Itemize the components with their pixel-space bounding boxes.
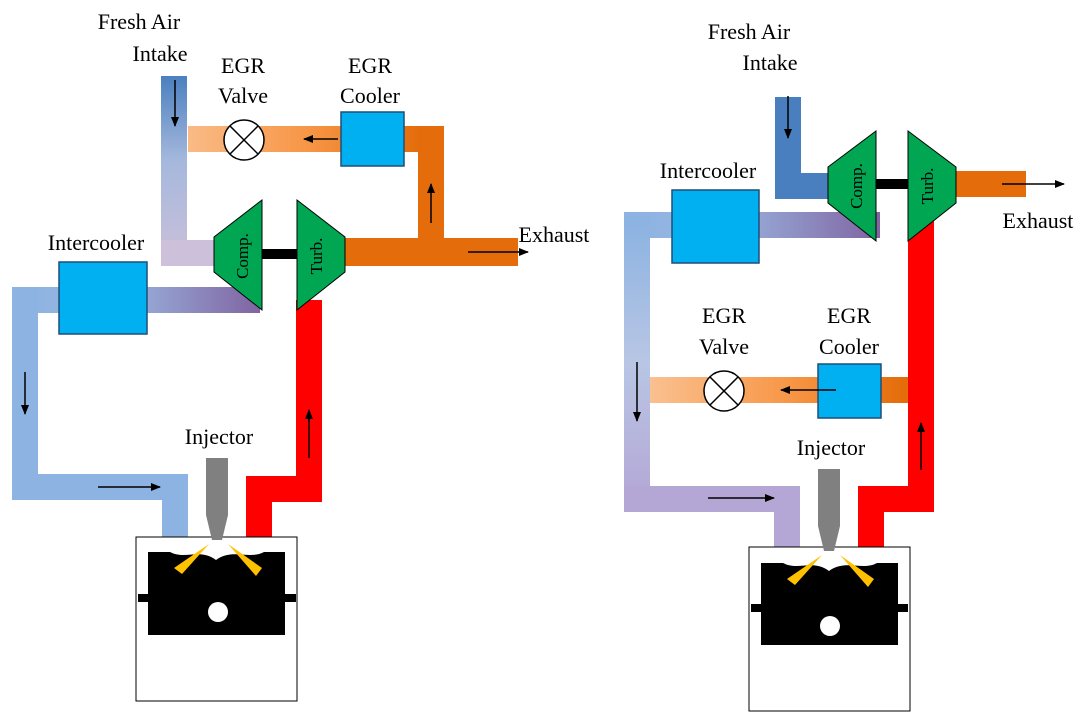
right-intake-pipe-h (775, 173, 833, 199)
left-exhaust-red-v (296, 300, 322, 502)
left-intake-to-comp (161, 240, 221, 266)
left-exhaust-label: Exhaust (519, 222, 590, 247)
left-compressor-label: Comp. (233, 233, 252, 279)
left-egr-valve-label-2: Valve (218, 83, 268, 108)
right-intercooler (671, 189, 760, 264)
left-wrist-pin-right (284, 594, 296, 602)
left-turbine (296, 198, 346, 312)
right-egr-cooler-label-2: Cooler (819, 334, 880, 359)
right-turbine-label: Turb. (918, 168, 937, 205)
right-intercooler-label: Intercooler (660, 158, 757, 183)
left-fresh-air-label-1: Fresh Air (98, 9, 181, 34)
right-wrist-pin-right (896, 604, 908, 612)
right-fresh-air-label-1: Fresh Air (708, 19, 791, 44)
left-spray-right (228, 544, 262, 576)
right-wrist-pin-left (751, 604, 763, 612)
right-turbine (907, 130, 957, 243)
right-charge-pipe-in (774, 486, 800, 558)
left-diagram: Comp. Turb. Fresh Air Intake EGR Valve E… (12, 9, 590, 702)
left-crank-pin (208, 602, 228, 622)
right-exhaust-label: Exhaust (1003, 208, 1074, 233)
left-intake-pipe (161, 76, 187, 266)
right-egr-valve-label-2: Valve (699, 334, 749, 359)
left-piston (148, 552, 285, 635)
right-turbo-shaft (868, 179, 918, 189)
left-turbo-shaft (255, 249, 305, 259)
left-injector-label: Injector (185, 424, 254, 449)
right-spray-left (787, 555, 822, 585)
right-fresh-air-label-2: Intake (743, 50, 798, 75)
left-wrist-pin-left (138, 594, 150, 602)
left-egr-valve-label-1: EGR (221, 53, 265, 78)
right-diagram: Comp. Turb. Fresh Air Intake Intercooler… (624, 19, 1074, 712)
left-fresh-air-label-2: Intake (133, 41, 188, 66)
right-compressor (827, 130, 877, 243)
right-charge-pipe-bottom (624, 486, 800, 512)
right-egr-valve-icon (703, 370, 745, 412)
right-egr-cooler (817, 363, 882, 419)
left-intercooler-label: Intercooler (48, 230, 145, 255)
right-injector-label: Injector (797, 435, 866, 460)
left-charge-pipe-in (162, 474, 188, 548)
right-egr-valve-label-1: EGR (702, 303, 746, 328)
left-turbine-label: Turb. (307, 238, 326, 275)
right-compressor-label: Comp. (847, 163, 866, 209)
left-egr-cooler-label-2: Cooler (340, 83, 401, 108)
left-intercooler (58, 261, 148, 335)
left-egr-cooler-label-1: EGR (348, 53, 392, 78)
left-compressor (213, 198, 263, 312)
right-crank-pin (820, 616, 840, 636)
left-egr-valve-icon (223, 119, 265, 161)
right-egr-cooler-label-1: EGR (827, 303, 871, 328)
left-injector-icon (206, 458, 228, 540)
right-spray-right (840, 555, 874, 587)
left-spray-left (174, 544, 209, 574)
left-egr-cooler (340, 111, 405, 167)
right-injector-icon (818, 469, 840, 551)
